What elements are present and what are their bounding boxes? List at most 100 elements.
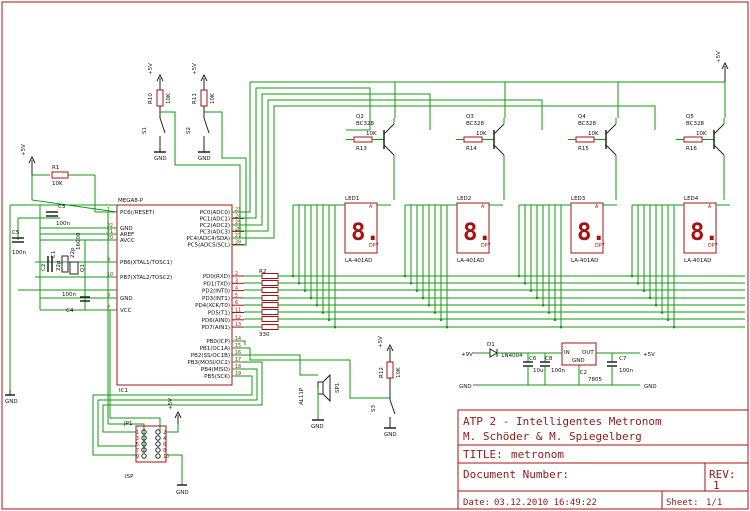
document-number-label: Document Number: (463, 468, 569, 481)
svg-text:R11: R11 (192, 93, 198, 104)
base-resistor (463, 136, 483, 143)
svg-text:100n: 100n (56, 221, 70, 227)
isp-pin (155, 441, 161, 447)
svg-text:10K: 10K (366, 131, 377, 137)
title-value: metronom (511, 448, 564, 461)
c3-capacitor: C3 100n (46, 204, 70, 227)
led-digit: 8. (690, 218, 719, 246)
svg-text:+5V: +5V (148, 63, 154, 75)
led-display-body (570, 202, 604, 254)
svg-text:GND: GND (384, 432, 397, 438)
svg-text:10u: 10u (533, 368, 543, 374)
date-label: Date: (463, 498, 490, 508)
svg-text:Q2: Q2 (356, 114, 364, 120)
svg-text:GND: GND (5, 399, 18, 405)
svg-text:1: 1 (136, 430, 139, 436)
svg-text:LA-401AD: LA-401AD (345, 258, 372, 264)
ic1-pin-label: VCC (120, 308, 132, 314)
ic1-pin-number: 9 (107, 257, 110, 263)
c5-capacitor: C5 100n (12, 230, 26, 256)
r2-resistor-element (261, 302, 279, 308)
sheet-value: 1/1 (706, 498, 722, 508)
r2-resistor-element (261, 280, 279, 286)
svg-text:+5V: +5V (192, 63, 198, 75)
r2-resistor-element (261, 309, 279, 315)
ic1-pin-label: PC5(ADC5/SCL) (187, 243, 230, 249)
isp-pin (141, 441, 147, 447)
svg-text:Q1: Q1 (80, 264, 86, 272)
svg-text:+5V: +5V (21, 144, 27, 156)
c4-capacitor: 100n C4 (62, 292, 90, 314)
ic1-pin-number: 19 (235, 371, 241, 377)
ic1-pin-label: PC1(ADC1) (200, 217, 230, 223)
ic1-pin-number: 16 (235, 350, 241, 356)
ic1-pin-label: PD6(AIN0) (202, 318, 230, 324)
r2-resistor-element (261, 287, 279, 293)
svg-text:DP7: DP7 (708, 243, 718, 249)
ic1-pin-number: 28 (235, 240, 241, 246)
svg-text:LED2: LED2 (457, 196, 471, 202)
ic1-pin-number: 7 (107, 305, 110, 311)
ic1-pin-label: GND (120, 226, 133, 232)
ic1-pin-number: 25 (235, 220, 241, 226)
svg-text:330: 330 (259, 332, 270, 338)
isp-pin (155, 447, 161, 453)
svg-text:C3: C3 (58, 204, 66, 210)
svg-text:C2: C2 (41, 264, 47, 271)
ic1-ref: IC1 (119, 388, 128, 394)
date-value: 03.12.2010 16:49:22 (494, 498, 597, 508)
power-supply: +9V D1 1N4004 IN OUT GND IC2 7805 +5V C6… (459, 342, 657, 390)
ic1-pin-label: PD7(AIN1) (202, 325, 230, 331)
isp-pin (141, 429, 147, 435)
led-digit: 8. (577, 218, 606, 246)
ic1-pin-number: 11 (235, 308, 241, 314)
svg-text:Q5: Q5 (686, 114, 694, 120)
base-resistor (683, 136, 703, 143)
led-digit: 8. (463, 218, 492, 246)
svg-text:C6: C6 (529, 356, 537, 362)
ic1-pin-number: 12 (235, 315, 241, 321)
ic1-pin-label: PC2(ADC2) (200, 223, 230, 229)
base-resistor (575, 136, 595, 143)
svg-text:C8: C8 (545, 356, 553, 362)
svg-text:1N4004: 1N4004 (501, 353, 523, 359)
ic1-part-name: MEGA8-P (118, 198, 144, 204)
svg-text:22p: 22p (56, 260, 62, 271)
project-title: ATP 2 - Intelligentes Metronom (463, 415, 662, 428)
svg-text:IN: IN (564, 350, 570, 356)
ic1-pin-label: PD5(T1) (208, 311, 230, 317)
svg-text:BC328: BC328 (466, 121, 485, 127)
svg-text:4: 4 (163, 436, 166, 442)
title-block: ATP 2 - Intelligentes Metronom M. Schöde… (457, 409, 749, 510)
svg-text:LED4: LED4 (684, 196, 699, 202)
sheet-label: Sheet: (666, 498, 699, 508)
svg-text:BC328: BC328 (356, 121, 375, 127)
ic1-pin-number: 8 (107, 293, 110, 299)
gnd-symbol-left: GND (5, 394, 18, 405)
svg-text:R14: R14 (466, 146, 477, 152)
svg-text:+5V: +5V (378, 336, 384, 348)
ic1-pin-label: AREF (120, 232, 134, 238)
svg-text:JP1: JP1 (123, 421, 132, 427)
svg-text:+5V: +5V (643, 352, 655, 358)
speaker-sp1: GND SP1 AL11P (299, 373, 341, 430)
ic1-pin-number: 14 (235, 336, 241, 342)
led-display-body (683, 202, 717, 254)
vcc-supply-r1: +5V (21, 144, 36, 175)
ic1-pin-label: PC4(ADC4/SDA) (186, 236, 230, 242)
isp-pin (141, 447, 147, 453)
authors: M. Schöder & M. Spiegelberg (463, 430, 642, 443)
svg-text:8: 8 (163, 448, 166, 454)
svg-text:100n: 100n (551, 368, 565, 374)
ic1-pin-label: PB6(XTAL1/TOSC1) (120, 260, 172, 266)
svg-text:S2: S2 (186, 127, 192, 134)
ic1-pin-number: 1 (107, 207, 110, 213)
ic1-pin-number: 6 (235, 300, 238, 306)
svg-text:GND: GND (311, 424, 324, 430)
